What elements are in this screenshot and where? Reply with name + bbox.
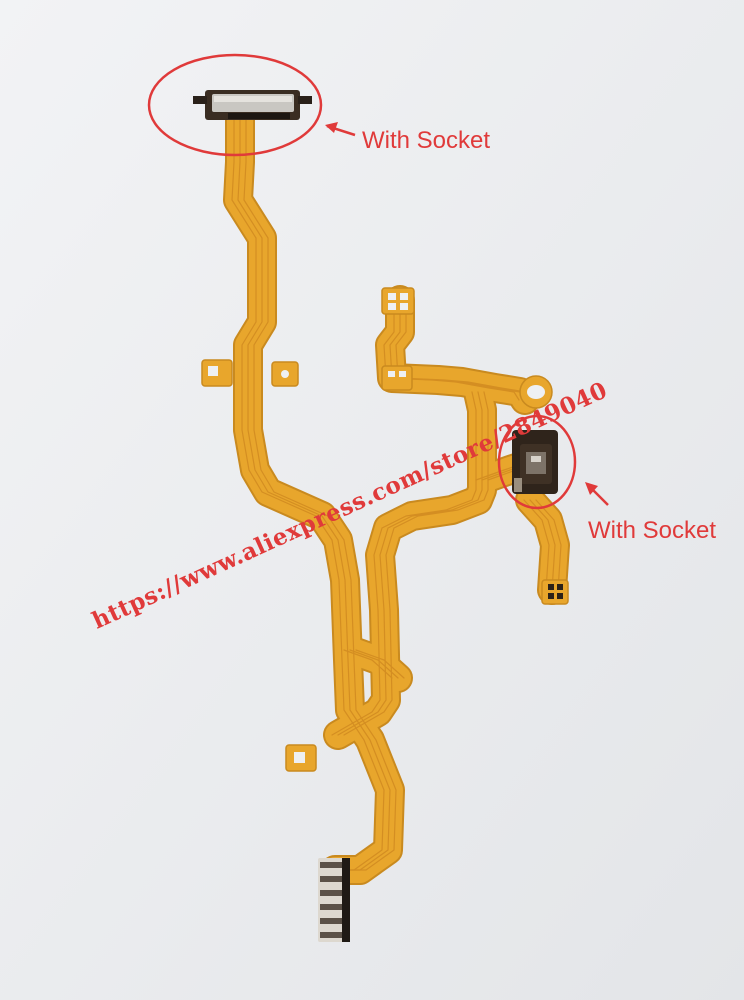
right-socket-highlight-circle — [497, 414, 577, 510]
right-socket-connector — [512, 430, 558, 494]
annotations — [147, 53, 609, 510]
mounting-tabs — [201, 287, 569, 772]
top-socket-connector — [193, 90, 312, 120]
right-socket-label: With Socket — [588, 517, 717, 544]
bottom-contacts — [318, 858, 350, 942]
top-socket-label: With Socket — [362, 127, 491, 154]
flex-cable — [223, 100, 570, 885]
top-socket-highlight-circle — [147, 53, 323, 157]
